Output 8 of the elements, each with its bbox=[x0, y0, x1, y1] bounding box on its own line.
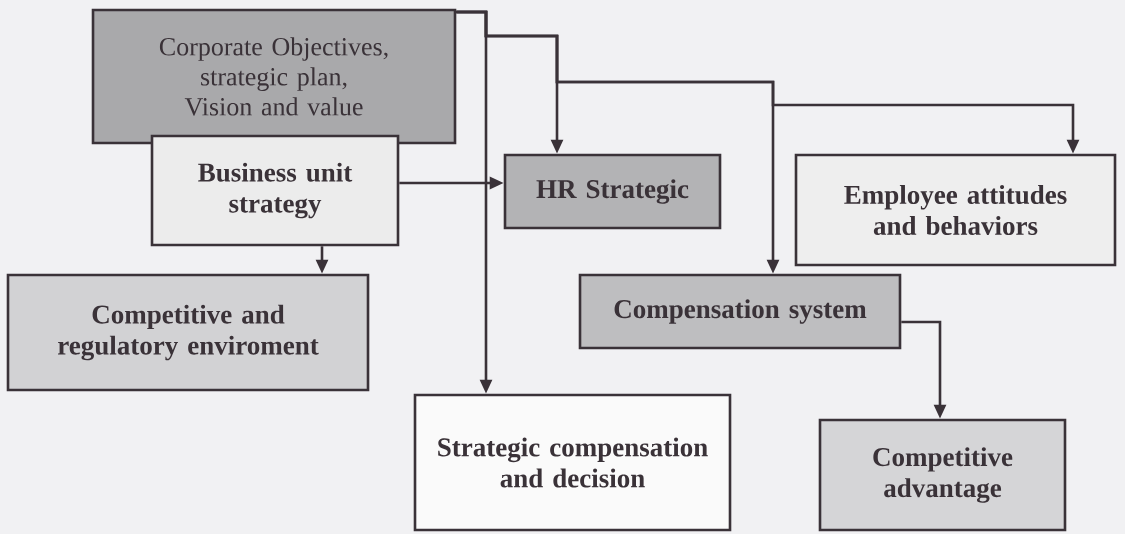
strategy-box: Business unit strategy bbox=[150, 134, 400, 247]
objectives-box: Corporate Objectives, strategic plan, Vision and value bbox=[91, 8, 457, 145]
environment-box: Competitive and regulatory enviroment bbox=[6, 273, 370, 392]
decision-box: Strategic compensation and decision bbox=[413, 393, 732, 532]
process-box: HR Strategic bbox=[503, 153, 722, 230]
outcome-box: Competitive advantage bbox=[818, 418, 1067, 532]
process-box: Compensation system bbox=[578, 273, 902, 350]
process-box: Employee attitudes and behaviors bbox=[794, 153, 1117, 267]
